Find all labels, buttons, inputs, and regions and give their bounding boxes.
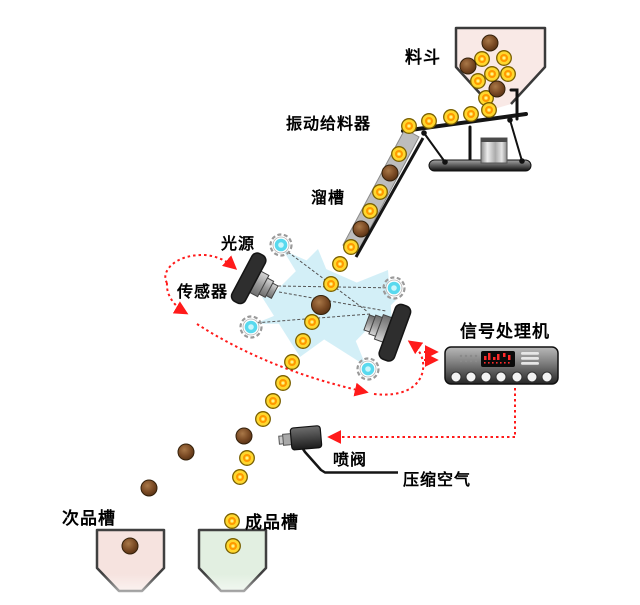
compressed-air-label: 压缩空气 xyxy=(403,472,472,489)
reject-grain xyxy=(459,57,477,75)
accept-grain xyxy=(275,375,291,391)
accept-grain xyxy=(304,314,320,330)
reject-grain xyxy=(121,537,139,555)
accept-grain xyxy=(284,354,300,370)
vibrating-feeder-label: 振动给料器 xyxy=(286,116,372,133)
reject-grain xyxy=(381,164,399,182)
accept-grain xyxy=(443,109,459,125)
accept-grain xyxy=(421,113,437,129)
reject-grain xyxy=(352,220,370,238)
accept-grain xyxy=(323,276,339,292)
accept-grain xyxy=(496,50,512,66)
reject-grain xyxy=(488,80,506,98)
sensor-camera-left xyxy=(230,252,279,305)
sensor-camera-right xyxy=(363,303,412,362)
light-source-label: 光源 xyxy=(221,236,256,253)
signal-processor xyxy=(444,346,559,385)
compressed-air-line xyxy=(301,448,398,474)
accept-grain xyxy=(265,393,281,409)
grill-icon xyxy=(521,352,539,365)
accept-grain xyxy=(332,256,348,272)
vibrating-feeder xyxy=(401,88,532,172)
light-source-lamps xyxy=(239,233,406,381)
bin-fade xyxy=(88,574,288,605)
accept-grain xyxy=(255,411,271,427)
accept-grain xyxy=(470,73,486,89)
accept-bin-label: 成品槽 xyxy=(245,513,299,532)
accept-grain xyxy=(239,450,255,466)
lamp-bottom-icon xyxy=(356,357,380,381)
feeder-wall xyxy=(509,88,519,121)
signal-processor-label: 信号处理机 xyxy=(460,322,550,341)
grains-layer xyxy=(121,34,516,555)
lamp-right-icon xyxy=(382,276,406,300)
accept-grain xyxy=(224,513,240,529)
accept-grain xyxy=(362,203,378,219)
reject-bin-label: 次品槽 xyxy=(62,509,116,528)
accept-grain xyxy=(232,469,248,485)
feeder-motor xyxy=(480,137,508,164)
hopper-label: 料斗 xyxy=(405,48,441,67)
feeder-tray xyxy=(401,112,528,133)
vent-dots-icon xyxy=(459,354,478,363)
spray-valve-label: 喷阀 xyxy=(333,452,368,469)
processor-buttons xyxy=(450,371,553,383)
chute-label: 溜槽 xyxy=(311,190,346,207)
reject-grain xyxy=(481,34,499,52)
spray-valve xyxy=(278,425,323,451)
signal-path xyxy=(164,253,516,444)
reject-grain xyxy=(140,479,158,497)
sensor-label: 传感器 xyxy=(177,284,229,301)
accept-grain xyxy=(463,106,479,122)
accept-grain xyxy=(391,146,407,162)
accept-grain xyxy=(343,239,359,255)
accept-grain xyxy=(500,66,516,82)
accept-grain xyxy=(481,102,497,118)
led-segments-icon xyxy=(484,353,511,364)
accept-grain xyxy=(295,333,311,349)
reject-grain xyxy=(235,427,253,445)
lamp-top-icon xyxy=(269,233,293,257)
accept-grain xyxy=(225,538,241,554)
reject-grain xyxy=(177,443,195,461)
accept-grain xyxy=(484,66,500,82)
accept-grain xyxy=(474,51,490,67)
reject-grain xyxy=(311,295,331,315)
accept-grain xyxy=(372,184,388,200)
lamp-left-icon xyxy=(239,315,263,339)
accept-grain xyxy=(401,118,417,134)
